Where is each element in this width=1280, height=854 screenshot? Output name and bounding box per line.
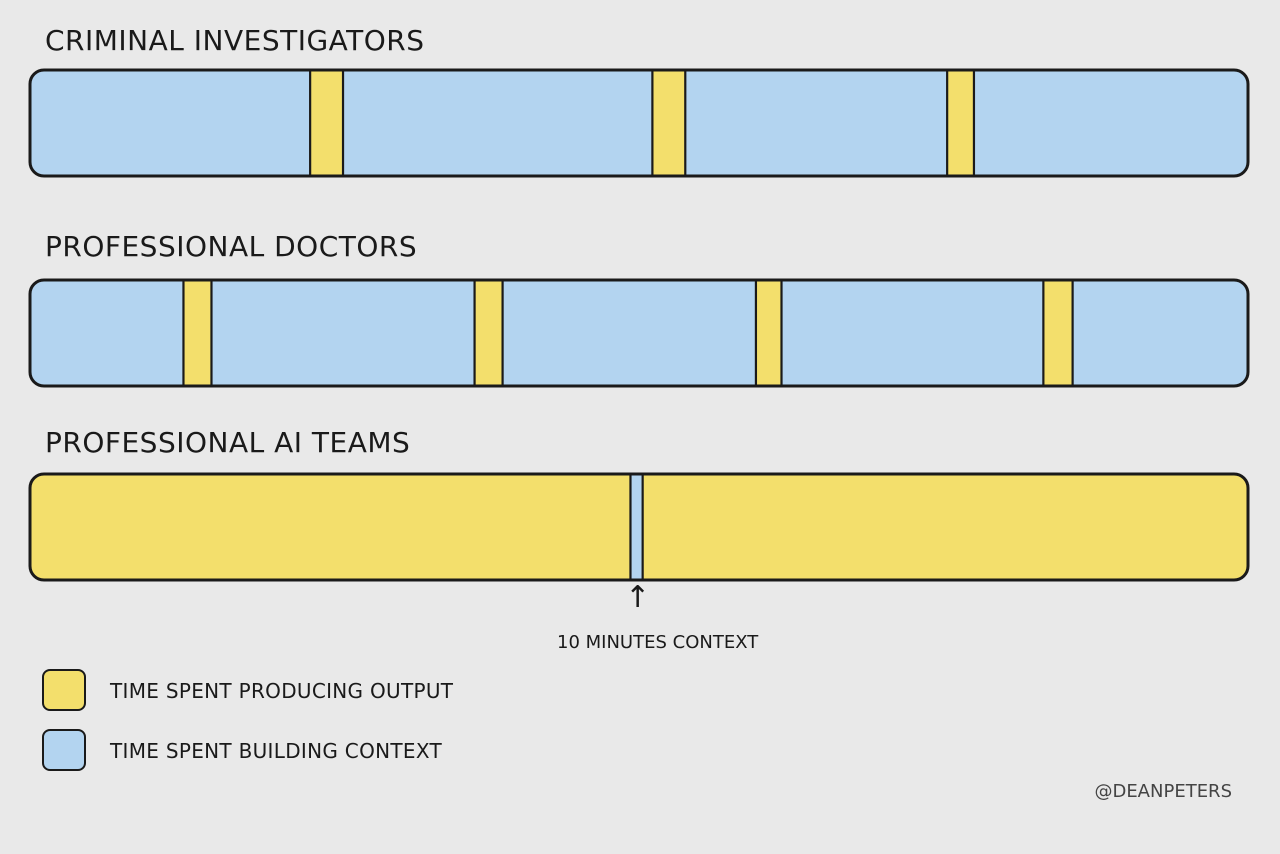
- context-segment: [1072, 280, 1248, 386]
- context-segment: [211, 280, 476, 386]
- output-segment: [310, 70, 344, 176]
- context-segment: [343, 70, 653, 176]
- output-segment: [1043, 280, 1074, 386]
- legend-label-output: TIME SPENT PRODUCING OUTPUT: [110, 679, 454, 703]
- row-title-professional-ai-teams: PROFESSIONAL AI TEAMS: [45, 426, 411, 459]
- bar-outline: [28, 278, 1250, 388]
- output-segment: [755, 280, 783, 386]
- bar-professional-ai-teams: [28, 472, 1250, 582]
- bar-outline: [28, 68, 1250, 178]
- row-title-professional-doctors: PROFESSIONAL DOCTORS: [45, 230, 418, 263]
- bar-professional-doctors: [28, 278, 1250, 388]
- context-segment: [685, 70, 948, 176]
- context-segment: [502, 280, 757, 386]
- timeline-bars: [28, 68, 1250, 582]
- output-segment: [947, 70, 975, 176]
- output-swatch: [42, 669, 86, 711]
- bar-outline: [28, 472, 1250, 582]
- context-segment: [30, 70, 311, 176]
- context-swatch: [42, 729, 86, 771]
- bar-criminal-investigators: [28, 68, 1250, 178]
- legend-item-context: TIME SPENT BUILDING CONTEXT: [42, 729, 502, 773]
- output-segment: [642, 474, 1248, 580]
- row-title-criminal-investigators: CRIMINAL INVESTIGATORS: [45, 24, 425, 57]
- author-credit: @DEANPETERS: [1094, 781, 1232, 802]
- output-segment: [30, 474, 631, 580]
- context-segment: [630, 474, 644, 580]
- legend-item-output: TIME SPENT PRODUCING OUTPUT: [42, 669, 502, 713]
- output-segment: [183, 280, 212, 386]
- arrow-up-icon: ↑: [625, 580, 651, 615]
- legend-label-context: TIME SPENT BUILDING CONTEXT: [110, 739, 442, 763]
- output-segment: [652, 70, 686, 176]
- context-annotation: 10 MINUTES CONTEXT: [557, 632, 759, 653]
- context-segment: [30, 280, 184, 386]
- context-segment: [973, 70, 1248, 176]
- context-segment: [781, 280, 1044, 386]
- output-segment: [474, 280, 504, 386]
